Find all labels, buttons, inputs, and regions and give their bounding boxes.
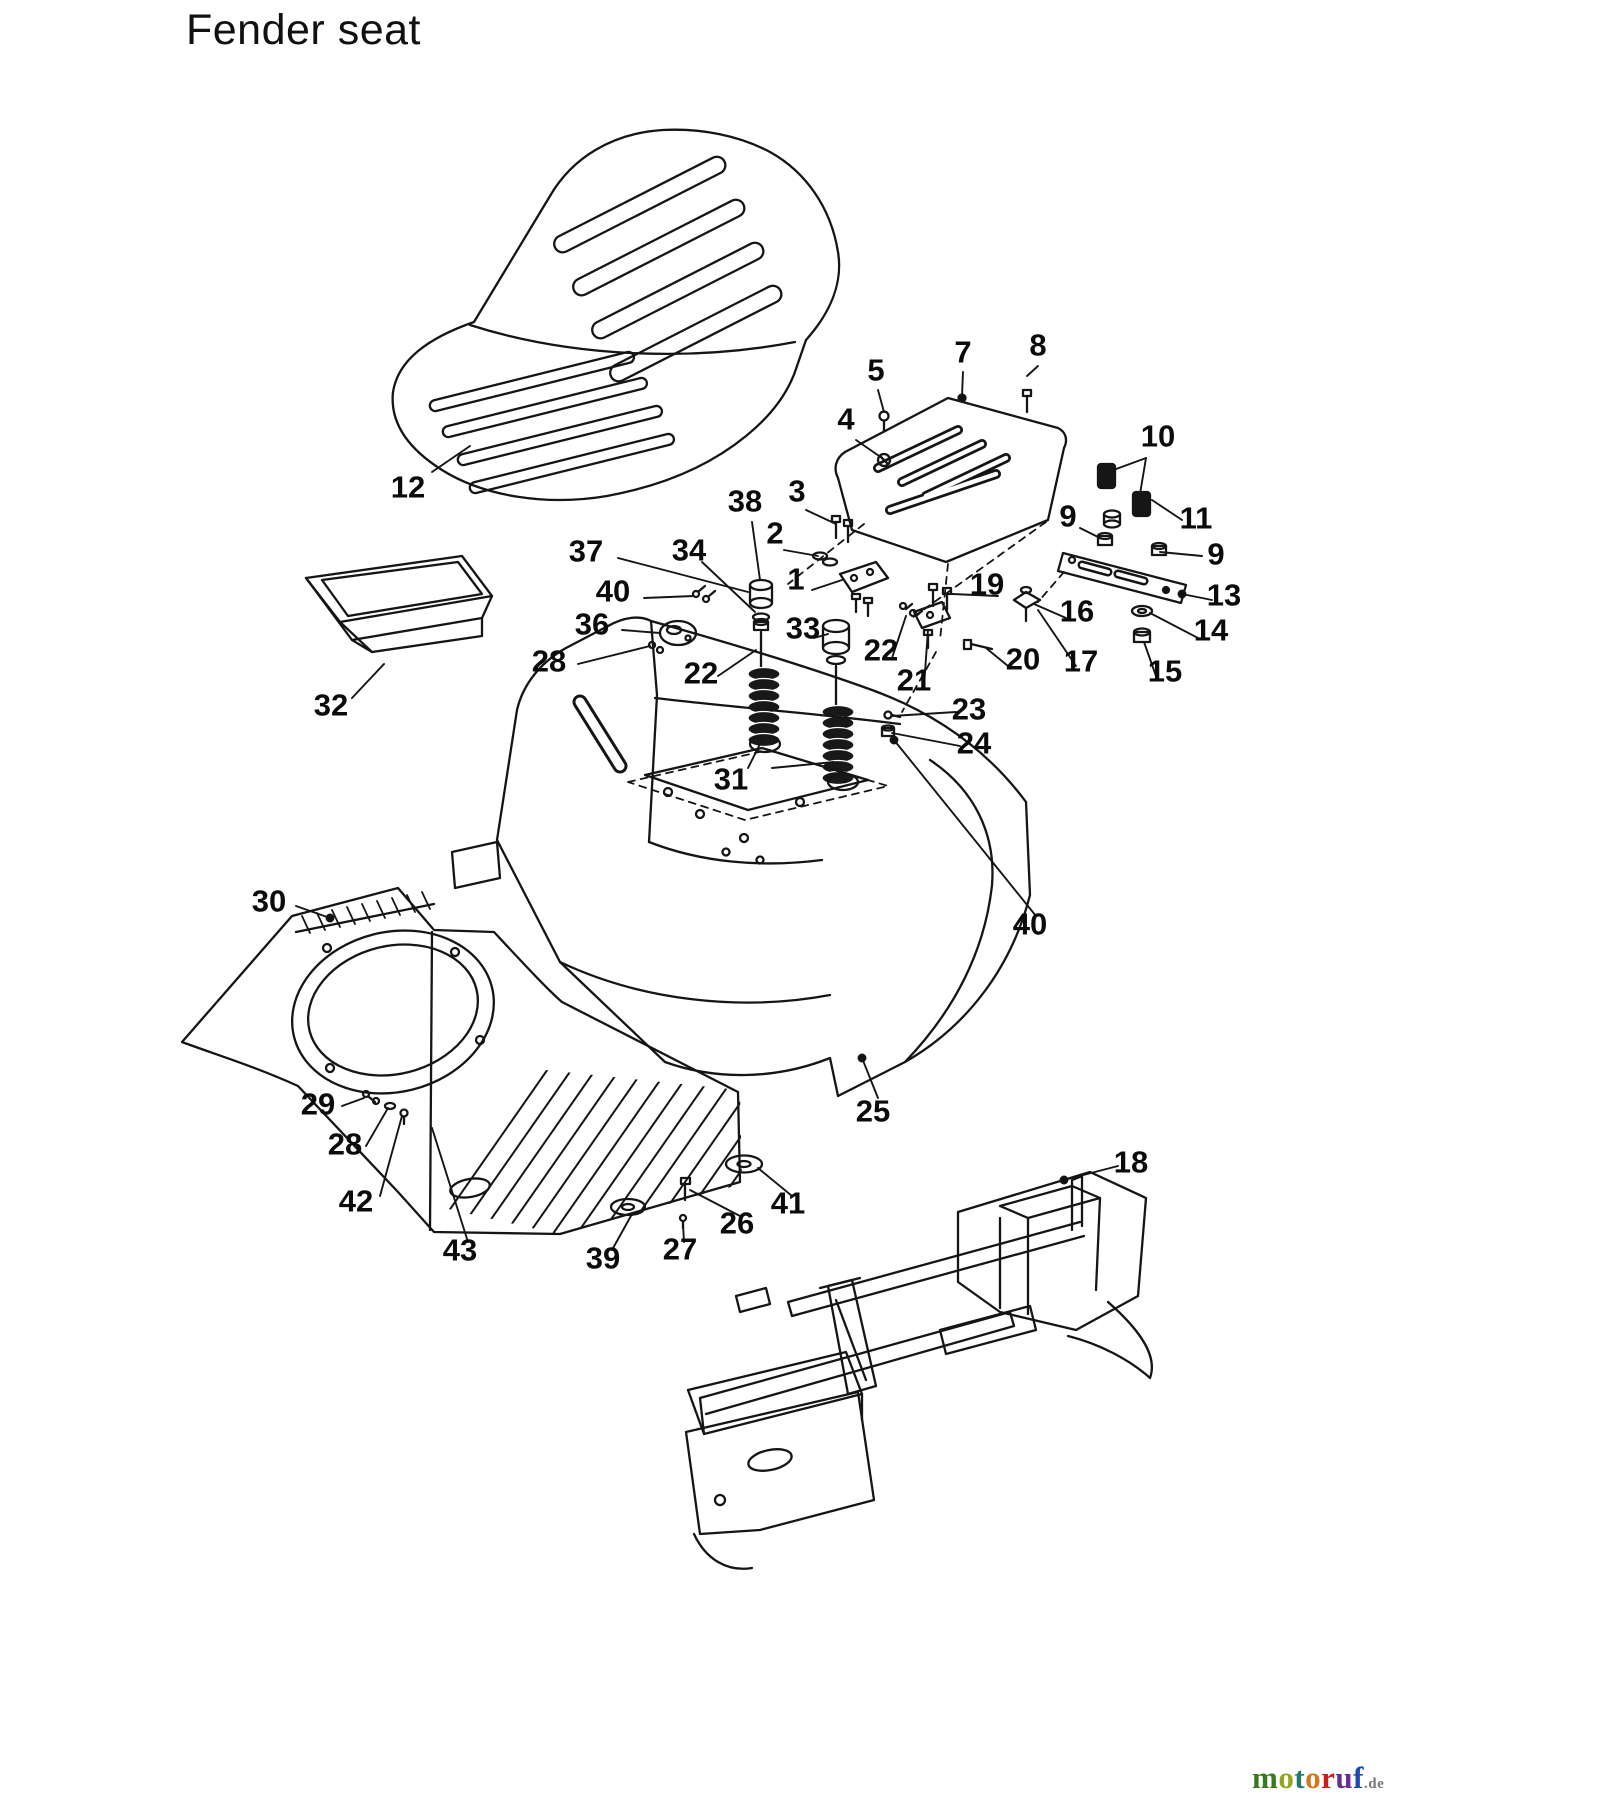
part-label-41: 41	[770, 1185, 806, 1221]
part-label-40: 40	[595, 573, 631, 609]
part-label-18: 18	[1113, 1144, 1149, 1180]
part-label-25: 25	[855, 1093, 891, 1129]
part-label-23: 23	[951, 691, 987, 727]
part-label-39: 39	[585, 1240, 621, 1276]
frame-drawing	[684, 1170, 1153, 1570]
part-label-20: 20	[1005, 641, 1041, 677]
leader-lines	[295, 365, 1213, 1251]
part-label-10: 10	[1140, 418, 1176, 454]
part-label-32: 32	[313, 687, 349, 723]
dashed-guides	[787, 521, 1065, 713]
part-label-22: 22	[683, 655, 719, 691]
part-label-12: 12	[390, 469, 426, 505]
part-label-28: 28	[327, 1126, 363, 1162]
motoruf-logo[interactable]: motoruf.de	[1252, 1760, 1385, 1795]
part-label-34: 34	[671, 532, 707, 568]
part-label-27: 27	[662, 1231, 698, 1267]
part-label-1: 1	[787, 561, 805, 597]
part-label-30: 30	[251, 883, 287, 919]
part-label-13: 13	[1206, 577, 1242, 613]
part-label-43: 43	[442, 1232, 478, 1268]
part-label-2: 2	[766, 515, 784, 551]
part-label-42: 42	[338, 1183, 374, 1219]
part-label-24: 24	[956, 725, 992, 761]
storage-tray-drawing	[304, 554, 494, 654]
part-label-8: 8	[1029, 327, 1047, 363]
footrest-drawing	[180, 886, 742, 1236]
part-label-15: 15	[1147, 653, 1183, 689]
page-title: Fender seat	[186, 6, 421, 54]
part-label-3: 3	[788, 473, 806, 509]
part-label-36: 36	[574, 606, 610, 642]
part-label-33: 33	[785, 610, 821, 646]
part-label-37: 37	[568, 533, 604, 569]
part-label-11: 11	[1179, 500, 1213, 536]
seat-plate-drawing	[834, 388, 1068, 564]
fender-drawing	[450, 616, 1032, 1098]
part-label-9: 9	[1207, 536, 1225, 572]
part-label-16: 16	[1059, 593, 1095, 629]
part-label-22: 22	[863, 632, 899, 668]
seat-drawing	[391, 128, 841, 502]
hardware-drawing	[811, 514, 1042, 738]
part-label-17: 17	[1063, 643, 1099, 679]
part-label-28: 28	[531, 643, 567, 679]
part-label-7: 7	[954, 334, 972, 370]
part-label-14: 14	[1193, 612, 1229, 648]
lower-hardware-drawing	[361, 1089, 764, 1230]
part-label-5: 5	[867, 352, 885, 388]
part-label-29: 29	[300, 1086, 336, 1122]
part-label-40: 40	[1012, 906, 1048, 942]
part-label-38: 38	[727, 483, 763, 519]
part-label-9: 9	[1059, 498, 1077, 534]
part-label-26: 26	[719, 1205, 755, 1241]
part-label-4: 4	[837, 401, 855, 437]
part-label-21: 21	[896, 662, 932, 698]
part-label-31: 31	[713, 761, 749, 797]
part-label-19: 19	[969, 566, 1005, 602]
